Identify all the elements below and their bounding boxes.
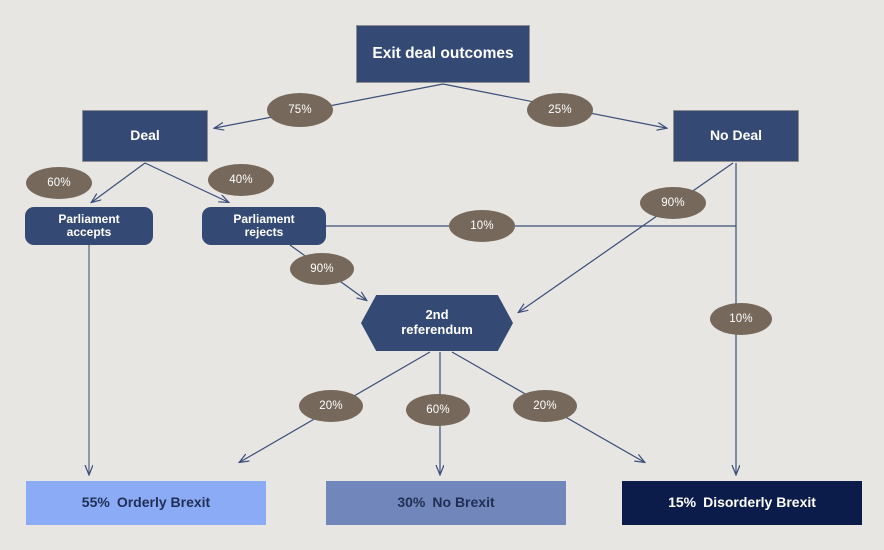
probability-badge-b-20r: 20% [513, 390, 577, 422]
result-box-disorderly[interactable]: 15% Disorderly Brexit [622, 481, 862, 525]
result-box-orderly[interactable]: 55% Orderly Brexit [26, 481, 266, 525]
edge-nodeal-to-referendum [519, 162, 734, 312]
probability-badge-label: 75% [288, 104, 312, 116]
result-percent-nobrexit: 30% [397, 494, 426, 511]
edge-deal-to-accepts [92, 162, 146, 202]
probability-badge-label: 40% [229, 174, 253, 186]
probability-badge-b-20l: 20% [299, 390, 363, 422]
probability-badge-b-90r: 90% [640, 187, 706, 219]
node-label-nodeal: No Deal [709, 127, 763, 144]
result-box-nobrexit[interactable]: 30% No Brexit [326, 481, 566, 525]
probability-badge-label: 25% [548, 104, 572, 116]
probability-badge-b-40: 40% [208, 164, 274, 196]
probability-badge-b-75: 75% [267, 93, 333, 127]
node-root[interactable]: Exit deal outcomes [356, 25, 530, 83]
probability-badge-label: 20% [533, 400, 557, 412]
result-label-disorderly: Disorderly Brexit [703, 494, 816, 511]
probability-badge-b-90p: 90% [290, 253, 354, 285]
result-percent-disorderly: 15% [668, 494, 697, 511]
result-label-orderly: Orderly Brexit [116, 494, 211, 511]
probability-badge-label: 20% [319, 400, 343, 412]
probability-badge-b-60c: 60% [406, 394, 470, 426]
probability-badge-b-10h: 10% [449, 210, 515, 242]
probability-badge-label: 90% [661, 197, 685, 209]
probability-badge-label: 60% [426, 404, 450, 416]
probability-badge-b-10v: 10% [710, 303, 772, 335]
node-deal[interactable]: Deal [82, 110, 208, 162]
probability-badge-b-25: 25% [527, 93, 593, 127]
probability-badge-b-60: 60% [26, 167, 92, 199]
probability-badge-label: 10% [729, 313, 753, 325]
node-label-root: Exit deal outcomes [372, 45, 514, 63]
edge-deal-to-rejects [144, 162, 228, 202]
result-percent-orderly: 55% [81, 494, 110, 511]
node-label-deal: Deal [130, 127, 160, 144]
probability-badge-label: 60% [47, 177, 71, 189]
probability-badge-label: 10% [470, 220, 494, 232]
node-nodeal[interactable]: No Deal [673, 110, 799, 162]
probability-badge-label: 90% [310, 263, 334, 275]
result-label-nobrexit: No Brexit [432, 494, 495, 511]
